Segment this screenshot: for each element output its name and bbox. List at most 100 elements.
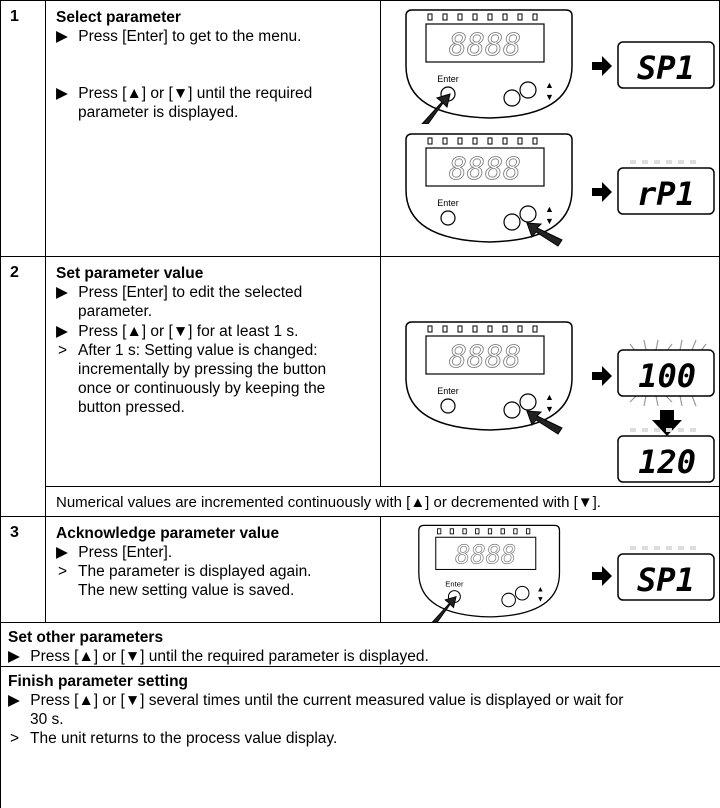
step-title: Acknowledge parameter value (56, 525, 280, 542)
row-divider (0, 622, 720, 623)
row-divider (45, 486, 720, 487)
device-illustration: 8888 Enter ▲ ▼ (405, 321, 573, 435)
down-triangle: ▼ (545, 92, 554, 102)
up-button (519, 81, 537, 99)
bullet-marker: ▶ (56, 85, 68, 102)
display-text: rP1 (637, 175, 695, 213)
step-title: Set parameter value (56, 265, 204, 282)
display-readout: SP1 (617, 546, 715, 601)
down-button (503, 401, 521, 419)
device-illustration: 8888 Enter ▲ ▼ (405, 9, 573, 124)
step-note: Numerical values are incremented continu… (56, 494, 601, 511)
section-item: > The unit returns to the process value … (10, 729, 337, 748)
up-triangle: ▲ (545, 392, 554, 402)
step-number: 2 (10, 264, 19, 281)
device-illustration: 8888 Enter ▲ ▼ (418, 524, 561, 622)
item-text-line: parameter. (78, 303, 153, 320)
result-marker: > (58, 342, 68, 359)
down-triangle: ▼ (545, 404, 554, 414)
enter-label: Enter (437, 386, 459, 396)
table-border-left (0, 0, 1, 808)
enter-label: Enter (437, 198, 459, 208)
section-item: ▶ Press [▲] or [▼] several times until t… (8, 691, 623, 710)
down-triangle: ▼ (545, 216, 554, 226)
step-item: > The parameter is displayed again. (58, 562, 312, 581)
step-item: > After 1 s: Setting value is changed: (58, 341, 318, 360)
display-readout: SP1 (617, 41, 715, 89)
section-title: Set other parameters (8, 629, 164, 646)
down-button (503, 89, 521, 107)
bullet-marker: ▶ (56, 323, 68, 340)
display-readout: 120 (617, 428, 715, 483)
down-button (503, 213, 521, 231)
up-button (519, 205, 537, 223)
device-illustration: 8888 Enter ▲ ▼ (405, 133, 573, 247)
finger-pointer-icon (431, 595, 457, 622)
item-text-line: parameter is displayed. (78, 104, 239, 121)
device-display-digits: 8888 (455, 540, 516, 570)
display-text: 120 (638, 443, 696, 481)
item-text-line: once or continuously by keeping the (78, 380, 326, 397)
finger-pointer-icon (526, 222, 563, 247)
step-number: 3 (10, 524, 19, 541)
column-divider (45, 0, 46, 622)
result-marker: > (10, 730, 20, 747)
item-text-line: The new setting value is saved. (78, 582, 295, 599)
display-text: SP1 (637, 561, 695, 599)
item-text-line: button pressed. (78, 399, 185, 416)
down-arrow-icon (652, 410, 682, 436)
item-text: Press [Enter]. (78, 544, 173, 561)
row-divider (0, 666, 720, 667)
device-display-digits: 8888 (449, 28, 521, 63)
right-arrow-icon (592, 566, 612, 586)
section-title: Finish parameter setting (8, 673, 189, 690)
item-text-line: After 1 s: Setting value is changed: (78, 342, 318, 359)
row-divider (0, 256, 720, 257)
row-divider (0, 516, 720, 517)
item-text-line: The parameter is displayed again. (78, 563, 312, 580)
finger-pointer-icon (526, 410, 563, 435)
item-text: Press [▲] or [▼] for at least 1 s. (78, 323, 299, 340)
step-item: ▶ Press [Enter] to edit the selected (56, 283, 302, 302)
item-text: The unit returns to the process value di… (30, 730, 338, 747)
item-text-line: Press [▲] or [▼] several times until the… (30, 692, 624, 709)
step-item: ▶ Press [Enter] to get to the menu. (56, 27, 301, 46)
item-text-line: 30 s. (30, 711, 64, 728)
display-readout: rP1 (617, 160, 715, 215)
up-triangle: ▲ (545, 204, 554, 214)
step-item: ▶ Press [▲] or [▼] for at least 1 s. (56, 322, 298, 341)
column-divider (380, 516, 381, 622)
section-item: ▶ Press [▲] or [▼] until the required pa… (8, 647, 429, 666)
display-text: SP1 (637, 49, 695, 87)
item-text: Press [Enter] to get to the menu. (78, 28, 302, 45)
bullet-marker: ▶ (8, 692, 20, 709)
down-button (501, 592, 516, 608)
bullet-marker: ▶ (56, 544, 68, 561)
item-text-line: Press [▲] or [▼] until the required (78, 85, 313, 102)
up-button (514, 585, 530, 601)
item-text-line: incrementally by pressing the button (78, 361, 327, 378)
item-text: Press [▲] or [▼] until the required para… (30, 648, 429, 665)
up-triangle: ▲ (545, 80, 554, 90)
finger-pointer-icon (421, 93, 451, 124)
bullet-marker: ▶ (56, 28, 68, 45)
display-text: 100 (638, 357, 696, 395)
display-readout-blinking: 100 (617, 339, 715, 407)
device-display-digits: 8888 (449, 340, 521, 375)
right-arrow-icon (592, 56, 612, 76)
enter-label: Enter (445, 579, 464, 588)
column-divider (380, 0, 381, 486)
step-item: ▶ Press [▲] or [▼] until the required (56, 84, 312, 103)
device-display-digits: 8888 (449, 152, 521, 187)
bullet-marker: ▶ (56, 284, 68, 301)
bullet-marker: ▶ (8, 648, 20, 665)
enter-button (440, 398, 456, 414)
down-triangle: ▼ (537, 595, 545, 604)
up-button (519, 393, 537, 411)
step-item: ▶ Press [Enter]. (56, 543, 172, 562)
up-triangle: ▲ (537, 584, 545, 593)
step-title: Select parameter (56, 9, 181, 26)
enter-button (440, 210, 456, 226)
right-arrow-icon (592, 366, 612, 386)
item-text-line: Press [Enter] to edit the selected (78, 284, 303, 301)
